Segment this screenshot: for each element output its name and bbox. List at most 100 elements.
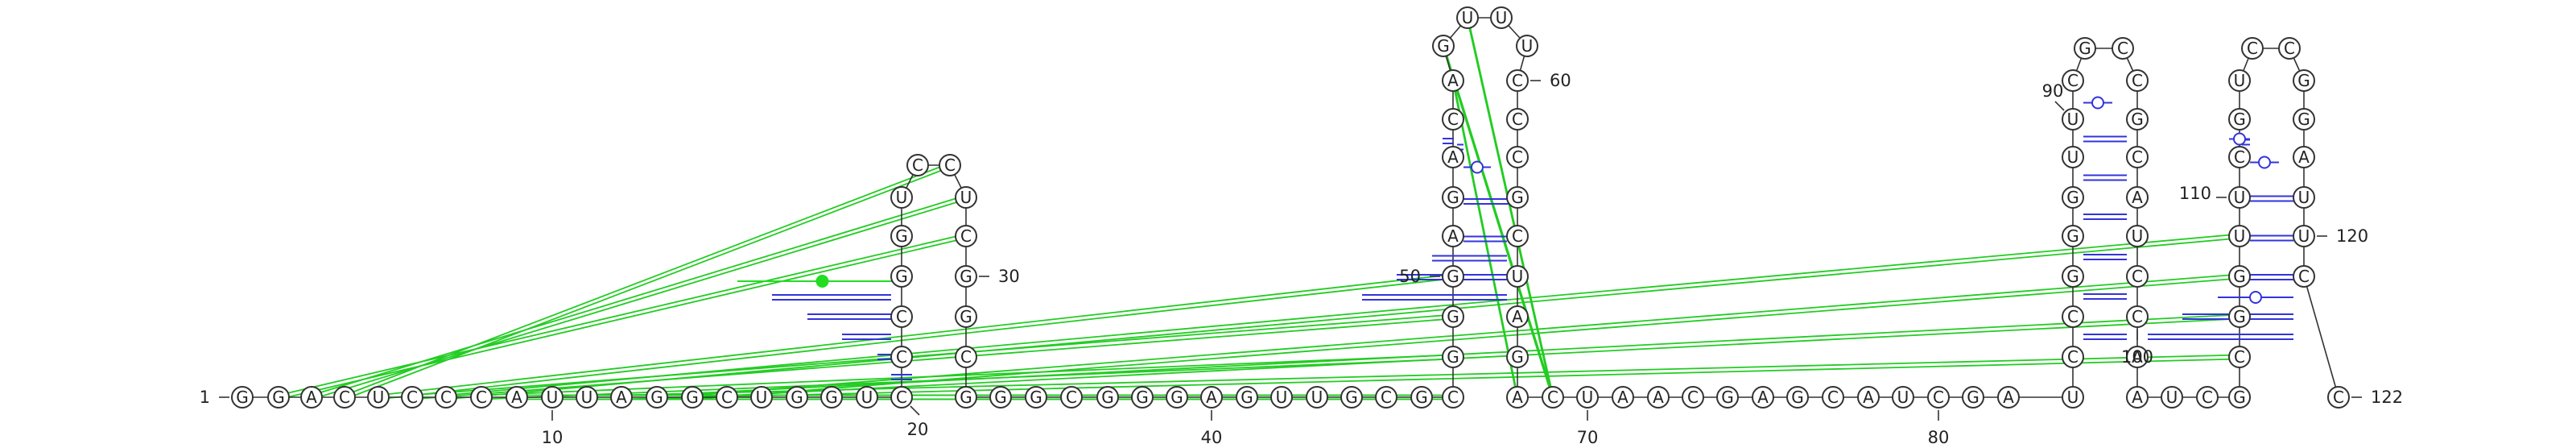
tertiary-interaction-line	[344, 162, 951, 396]
index-label: 90	[2042, 81, 2065, 111]
nucleotide: C	[2196, 386, 2219, 409]
nucleotide-letter: C	[440, 388, 452, 407]
nucleotide-letter: C	[960, 347, 972, 367]
nucleotide-letter: C	[721, 388, 733, 407]
nucleotide-letter: G	[2233, 267, 2246, 286]
nucleotide: G	[2228, 265, 2251, 288]
nucleotide-letter: C	[896, 307, 907, 326]
base-pair	[1463, 235, 1507, 243]
nucleotide-letter: U	[1496, 8, 1508, 27]
nucleotide: G	[2293, 108, 2315, 131]
nucleotide: G	[890, 265, 913, 288]
tertiary-interaction-line	[691, 273, 2240, 396]
nucleotide: G	[2062, 265, 2084, 288]
base-pair	[2218, 291, 2293, 304]
nucleotide-letter: A	[2298, 147, 2310, 167]
nucleotide-letter: A	[1617, 388, 1629, 407]
nucleotide-letter: G	[1345, 388, 1358, 407]
nucleotide: C	[1682, 386, 1704, 409]
nucleotide-letter: C	[1512, 226, 1523, 246]
nucleotide-letter: C	[1447, 110, 1459, 129]
nucleotide: U	[576, 386, 598, 409]
nucleotide-letter: C	[2132, 147, 2143, 167]
nucleotide: A	[1200, 386, 1223, 409]
index-label: 50	[1399, 267, 1440, 286]
nucleotide: G	[1442, 186, 1464, 209]
nucleotide: A	[300, 386, 323, 409]
nucleotide: C	[1542, 386, 1564, 409]
nucleotide-letter: C	[2202, 388, 2213, 407]
nucleotide: C	[906, 154, 929, 176]
nucleotide: A	[1442, 225, 1464, 247]
nucleotide: G	[955, 305, 977, 328]
nucleotide: C	[2126, 69, 2149, 92]
backbone-layer	[242, 17, 2339, 398]
index-label-text: 50	[1399, 267, 1421, 286]
base-pair	[2250, 195, 2293, 202]
tertiary-interaction-line	[411, 317, 1454, 400]
nucleotide-letter: A	[2132, 347, 2143, 367]
nucleotide: G	[2228, 108, 2251, 131]
nucleotide-letter: G	[895, 267, 908, 286]
nucleotide-letter: U	[2166, 388, 2178, 407]
index-label: 110	[2179, 184, 2227, 203]
nucleotide-letter: G	[650, 388, 663, 407]
base-pair	[2250, 234, 2293, 242]
nucleotide-letter: G	[994, 388, 1007, 407]
nucleotide-letter: G	[1447, 347, 1459, 367]
nucleotide-letter: G	[2233, 388, 2246, 407]
nucleotide-letter: U	[2298, 188, 2310, 207]
index-label: 120	[2317, 226, 2368, 246]
base-pair	[2083, 293, 2127, 300]
nucleotide-letter: A	[2132, 188, 2143, 207]
nucleotide: U	[1456, 6, 1479, 29]
index-label: 10	[542, 410, 563, 447]
nucleotide-letter: C	[407, 388, 418, 407]
nucleotide-letter: C	[1547, 388, 1558, 407]
nucleotide: C	[2228, 346, 2251, 368]
nucleotide: C	[401, 386, 423, 409]
nucleotide-letter: C	[896, 388, 907, 407]
nucleotide-letter: A	[1512, 388, 1523, 407]
base-pair-layer	[737, 96, 2293, 380]
nucleotide-letter: U	[2067, 110, 2079, 129]
nucleotide: G	[2062, 225, 2084, 247]
base-pair	[2148, 334, 2293, 340]
nucleotide: U	[1270, 386, 1293, 409]
nucleotide-letter: C	[2333, 388, 2344, 407]
index-label: 1	[200, 388, 229, 407]
nucleotide-letter: A	[1447, 226, 1459, 246]
nucleotide-letter: G	[1791, 388, 1804, 407]
nucleotide: G	[955, 265, 977, 288]
nucleotide: G	[1096, 386, 1119, 409]
nucleotide: U	[1516, 35, 1538, 57]
base-pair	[1432, 255, 1507, 262]
nucleotide: U	[2062, 108, 2084, 131]
base-pair	[2250, 156, 2279, 169]
tertiary-interaction-line	[344, 166, 951, 400]
nucleotide-letter: G	[1241, 388, 1253, 407]
nucleotide: C	[2126, 146, 2149, 168]
nucleotide: C	[2228, 146, 2251, 168]
base-pair	[2083, 214, 2127, 220]
nucleotide: U	[856, 386, 878, 409]
nucleotide-letter: G	[2297, 110, 2310, 129]
nucleotide-letter: A	[2003, 388, 2014, 407]
nucleotide-letter: G	[791, 388, 803, 407]
index-label: 30	[979, 267, 1020, 286]
nucleotide-letter: G	[236, 388, 249, 407]
nucleotide-letter: U	[1582, 388, 1594, 407]
tertiary-interaction-line	[481, 354, 1454, 396]
nucleotide: A	[1442, 69, 1464, 92]
nucleotide-letter: A	[1447, 147, 1459, 167]
nucleotide: C	[2327, 386, 2350, 409]
nucleotide-letter: A	[1447, 71, 1459, 90]
nucleotide: G	[646, 386, 668, 409]
nucleotide-letter: C	[1933, 388, 1944, 407]
nucleotide: U	[955, 186, 977, 209]
index-label-text: 20	[907, 420, 929, 439]
nucleotide-letter: U	[373, 388, 385, 407]
nucleotide: A	[1857, 386, 1880, 409]
nucleotide: G	[1025, 386, 1047, 409]
nucleotide: U	[541, 386, 564, 409]
